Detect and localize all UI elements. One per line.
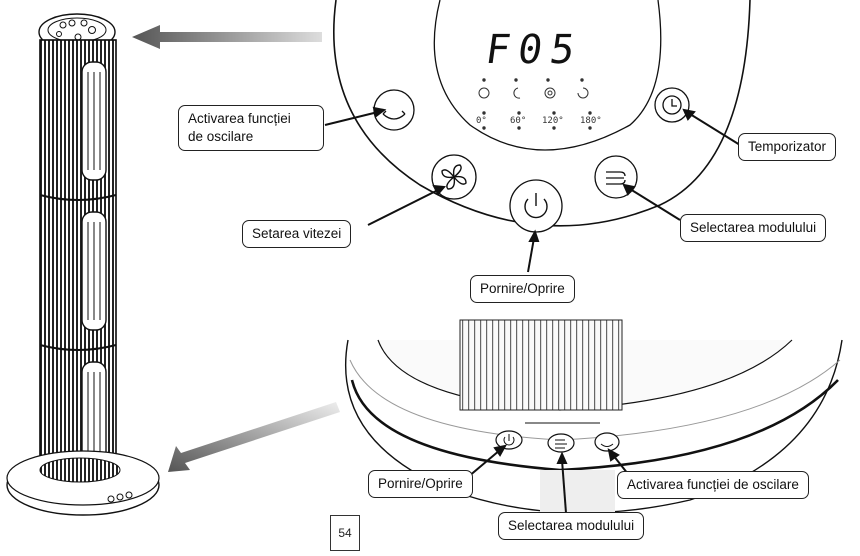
angle-120-label: 120°: [542, 116, 564, 126]
base-power-icon: [503, 434, 515, 446]
power-callout: Pornire/Oprire: [470, 275, 575, 303]
angle-180-label: 180°: [580, 116, 602, 126]
mode-callout: Selectarea modulului: [680, 214, 827, 242]
oscillation-callout: Activarea funcției de oscilare: [178, 105, 324, 151]
angle-60-label: 60°: [510, 116, 527, 126]
display-code: F05: [482, 27, 586, 73]
base-mode-callout: Selectarea modulului: [498, 512, 645, 540]
oscillation-icon: [382, 110, 406, 120]
base-closeup: [344, 319, 843, 518]
base-power-callout: Pornire/Oprire: [368, 470, 473, 498]
zoom-arrow-top: [132, 25, 322, 49]
page-number: 54: [330, 515, 360, 551]
sleep-mode-icon: [513, 87, 521, 99]
power-icon: [524, 193, 548, 219]
speed-callout: Setarea vitezei: [242, 220, 352, 248]
natural-mode-icon: [544, 87, 556, 99]
timer-callout: Temporizator: [738, 133, 837, 161]
base-mode-icon: [555, 439, 567, 449]
oscillation-callout-line2: de oscilare: [188, 129, 254, 144]
base-oscillation-icon: [600, 443, 614, 447]
base-oscillation-button: [594, 432, 620, 452]
mode-icons: [478, 78, 592, 130]
fan-mode-icon: [478, 87, 490, 99]
fan-icon: [441, 164, 467, 190]
control-panel: [333, 0, 751, 233]
base-mode-button: [547, 433, 575, 453]
angle-0-label: 0°: [476, 116, 487, 126]
zoom-arrow-bottom: [168, 402, 340, 472]
base-oscillation-callout: Activarea funcției de oscilare: [617, 471, 809, 499]
tower-fan: [6, 13, 160, 516]
oscillation-mode-icon: [577, 87, 589, 99]
wind-mode-icon: [606, 171, 626, 185]
oscillation-callout-line1: Activarea funcției: [188, 111, 291, 126]
clock-icon: [662, 95, 682, 115]
